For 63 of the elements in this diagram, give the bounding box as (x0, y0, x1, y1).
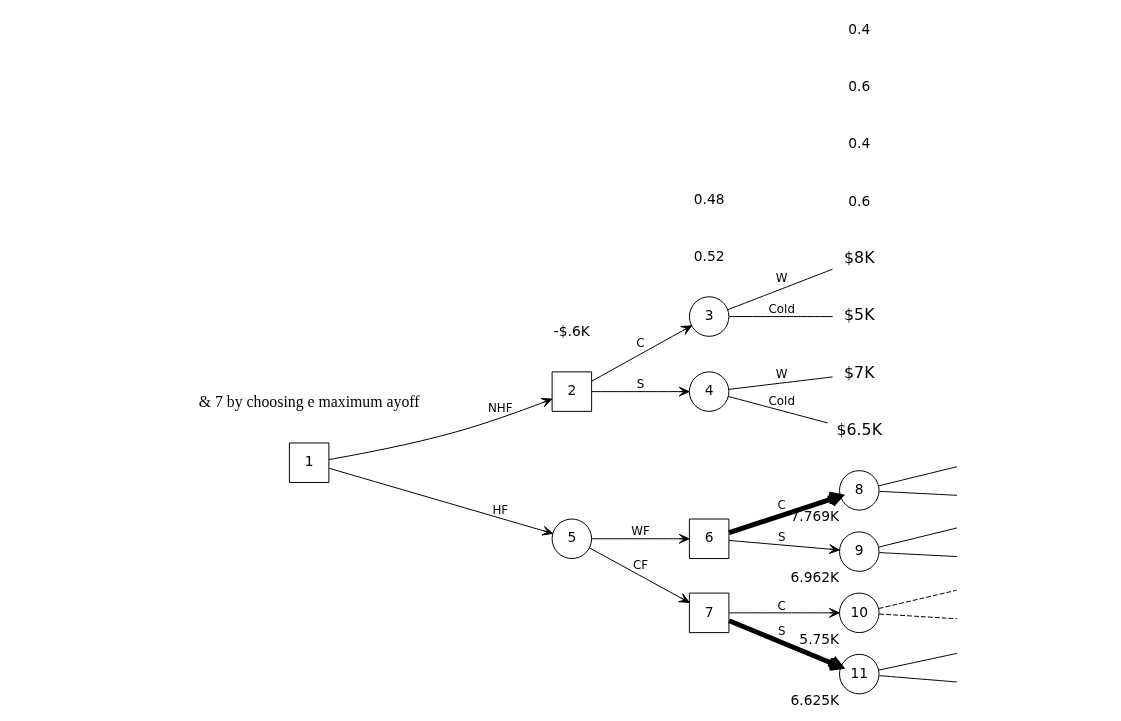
label: 0.6 (848, 192, 871, 209)
edge-label: W (775, 270, 788, 285)
arrow (591, 533, 690, 544)
label: 0.52 (693, 247, 725, 264)
node-circle: 3 (688, 296, 730, 337)
label: -$.6K (553, 323, 590, 340)
label: 0.48 (693, 190, 725, 207)
node-box: 6 (688, 518, 730, 560)
node-label: 6.962K (790, 569, 840, 586)
arrow (728, 607, 840, 618)
edge-label: Cold (768, 302, 795, 317)
edge-label: WF (631, 524, 650, 539)
arrow (328, 467, 554, 536)
node-box: 7 (688, 592, 730, 634)
node-label: 6.625K (790, 691, 840, 708)
arrow (728, 539, 840, 555)
node-text: $6.5K (836, 419, 883, 439)
edge-label: Cold (768, 394, 795, 409)
edge-label: NHF (487, 400, 513, 415)
edge-label: C (777, 598, 786, 613)
node-label: 5.75K (799, 630, 840, 647)
connector (727, 268, 834, 311)
edge-label: S (636, 377, 645, 392)
label: 0.6 (848, 78, 871, 95)
arrow (591, 386, 690, 397)
label: 0.4 (848, 135, 871, 152)
connector (878, 527, 958, 548)
node-circle: 4 (688, 371, 730, 412)
edge-label: CF (632, 558, 649, 572)
node-circle: 11 (839, 653, 880, 695)
connector (878, 466, 958, 487)
node-circle: 5 (551, 518, 593, 560)
arrow (728, 618, 844, 671)
label: 0.4 (848, 20, 871, 37)
node-label: 7.769K (790, 508, 840, 525)
connector (878, 613, 958, 620)
arrow (591, 325, 693, 382)
arrow (588, 547, 690, 603)
node-text: $7K (844, 362, 875, 382)
node-text: $5K (844, 305, 875, 325)
edge-label: C (636, 335, 645, 350)
node-box: 2 (551, 371, 593, 412)
edge-label: S (777, 530, 786, 545)
connector (878, 652, 958, 671)
node-circle: 9 (839, 531, 880, 572)
connector (727, 395, 829, 424)
arrow (328, 398, 553, 461)
node-box: 1 (288, 442, 330, 483)
edge-label: W (775, 367, 788, 382)
connector (878, 675, 958, 683)
arrow (728, 491, 843, 535)
node-text: $8K (844, 248, 875, 268)
label: & 7 by choosing e maximum ayoff (198, 393, 420, 411)
edge-label: S (777, 624, 786, 639)
edge-label: HF (492, 502, 509, 517)
node-circle: 8 (839, 470, 880, 511)
connector (728, 376, 833, 390)
edge-label: C (777, 497, 786, 512)
connector (878, 552, 958, 558)
connector (878, 589, 958, 609)
node-circle: 10 (839, 592, 880, 634)
connector (878, 490, 958, 496)
connector (728, 316, 834, 318)
